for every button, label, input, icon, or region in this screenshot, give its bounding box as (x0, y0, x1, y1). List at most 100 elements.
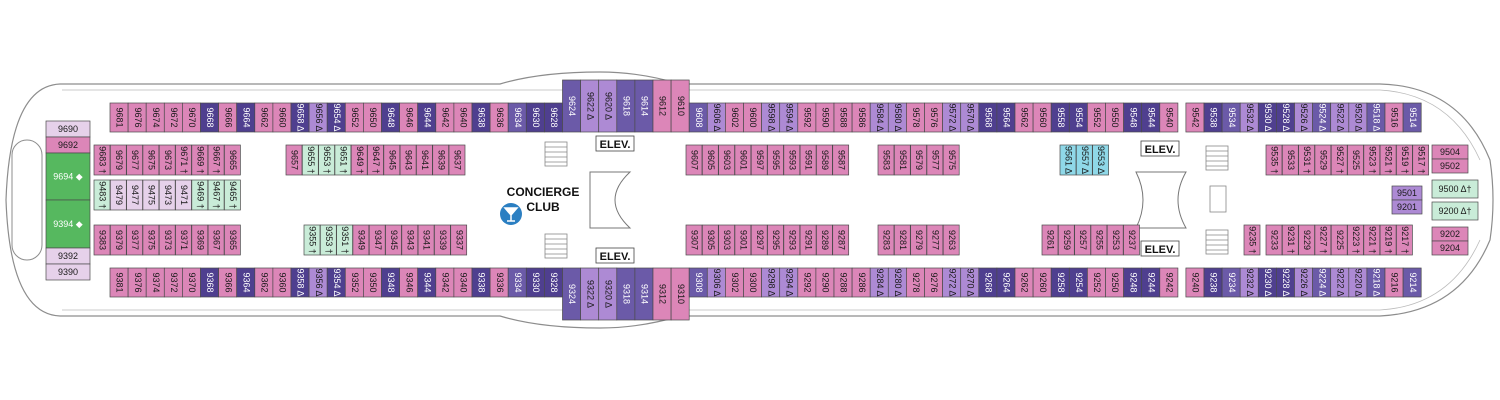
cabin-number: 9578 (911, 107, 921, 127)
cabin-9365[interactable] (224, 224, 241, 256)
cabin-number: 9254 (1074, 272, 1084, 292)
cabin-9553[interactable] (1092, 144, 1109, 176)
cabin-number: 9520 Δ (1353, 103, 1363, 131)
cabin-9540[interactable] (1159, 102, 1179, 133)
cabin-number: 9504 (1440, 147, 1460, 157)
cabin-number: 9337 (454, 230, 464, 250)
cabin-number: 9216 (1390, 272, 1400, 292)
cabin-number: 9268 (983, 272, 993, 292)
cabin-number: 9341 (422, 230, 432, 250)
cabin-number: 9600 (748, 107, 758, 127)
cabin-number: 9320 Δ (603, 280, 613, 308)
cabin-number: 9527 † (1335, 146, 1345, 174)
cabin-9201[interactable] (1391, 199, 1423, 215)
cabin-9214[interactable] (1402, 267, 1422, 298)
cabin-number: 9500 Δ† (1438, 184, 1471, 194)
stairs-fwd-bottom (544, 233, 568, 259)
cabin-number: 9298 Δ (766, 268, 776, 296)
cabin-9263[interactable] (942, 224, 960, 256)
cabin-9502[interactable] (1431, 158, 1469, 174)
cabin-number: 9250 (1110, 272, 1120, 292)
cabin-number: 9276 (929, 272, 939, 292)
cabin-number: 9372 (169, 272, 179, 292)
cabin-number: 9572 Δ (947, 103, 957, 131)
cabin-number: 9369 (195, 230, 205, 250)
cabin-9694[interactable] (45, 152, 91, 201)
cocktail-glass-icon[interactable] (500, 203, 522, 225)
elevator-label-aft-bottom: ELEV. (1145, 244, 1176, 256)
cabin-number: 9330 (531, 272, 541, 292)
cabin-number: 9303 (722, 230, 732, 250)
cabin-number: 9348 (386, 272, 396, 292)
cabin-9394[interactable] (45, 199, 91, 249)
cabin-number: 9605 (706, 150, 716, 170)
cabin-number: 9640 (459, 107, 469, 127)
cabin-number: 9665 (228, 150, 238, 170)
cabin-number: 9646 (404, 107, 414, 127)
cabin-9337[interactable] (450, 224, 468, 256)
cabin-number: 9679 (114, 150, 124, 170)
cabin-number: 9666 (223, 107, 233, 127)
cabin-9217[interactable] (1396, 224, 1413, 256)
cabin-number: 9535 † (1270, 146, 1280, 174)
cabin-9517[interactable] (1412, 144, 1430, 176)
cabin-number: 9532 Δ (1245, 103, 1255, 131)
cabin-9235[interactable] (1243, 224, 1261, 256)
cabin-number: 9240 (1191, 272, 1201, 292)
cabin-number: 9553 Δ (1096, 146, 1106, 174)
cabin-9237[interactable] (1123, 224, 1140, 256)
cabin-number: 9517 † (1416, 146, 1426, 174)
cabin-number: 9258 (1056, 272, 1066, 292)
cabin-9465[interactable] (224, 179, 241, 211)
cabin-number: 9376 (133, 272, 143, 292)
cabin-number: 9534 (1227, 107, 1237, 127)
cabin-number: 9370 (187, 272, 197, 292)
cabin-number: 9392 (58, 251, 78, 261)
cabin-number: 9528 Δ (1281, 103, 1291, 131)
cabin-number: 9514 (1408, 107, 1418, 127)
cabin-number: 9595 (771, 150, 781, 170)
cabin-number: 9647 † (371, 146, 381, 174)
cabin-9587[interactable] (832, 144, 850, 176)
cabin-number: 9597 (755, 150, 765, 170)
cabin-number: 9653 † (322, 146, 332, 174)
cabin-number: 9526 Δ (1299, 103, 1309, 131)
cabin-number: 9630 (531, 107, 541, 127)
cabin-number: 9479 (114, 185, 124, 205)
cabin-number: 9237 (1127, 230, 1137, 250)
cabin-number: 9548 (1128, 107, 1138, 127)
cabin-9575[interactable] (942, 144, 960, 176)
cabin-number: 9588 (839, 107, 849, 127)
cabin-number: 9328 (549, 272, 559, 292)
cabin-number: 9204 (1440, 243, 1460, 253)
cabin-number: 9302 (730, 272, 740, 292)
cabin-number: 9233 (1270, 230, 1280, 250)
cabin-9242[interactable] (1159, 267, 1179, 298)
cabin-number: 9469 † (195, 181, 205, 209)
cabin-number: 9383 (98, 230, 108, 250)
cabin-9514[interactable] (1402, 102, 1422, 133)
cabin-9200[interactable] (1431, 201, 1479, 221)
cabin-number: 9284 Δ (875, 268, 885, 296)
cabin-number: 9244 (1146, 272, 1156, 292)
cabin-9500[interactable] (1431, 179, 1479, 199)
hull-inner-line (62, 89, 1481, 311)
cabin-9637[interactable] (448, 144, 466, 176)
cabin-number: 9340 (459, 272, 469, 292)
cabin-number: 9358 Δ (296, 268, 306, 296)
cabin-number: 9228 Δ (1281, 268, 1291, 296)
cabin-9204[interactable] (1431, 240, 1469, 256)
cabin-9390[interactable] (45, 263, 91, 281)
cabin-number: 9308 (694, 272, 704, 292)
cabin-number: 9637 (453, 150, 463, 170)
cabin-number: 9575 (947, 150, 957, 170)
cabin-number: 9286 (857, 272, 867, 292)
cabin-number: 9281 (898, 230, 908, 250)
cabin-9287[interactable] (832, 224, 850, 256)
cabin-number: 9622 Δ (585, 92, 595, 120)
cabin-9665[interactable] (224, 144, 241, 176)
cabin-number: 9283 (882, 230, 892, 250)
cabin-number: 9681 (115, 107, 125, 127)
corridor-bottom (90, 256, 1430, 270)
cabin-number: 9477 (130, 185, 140, 205)
